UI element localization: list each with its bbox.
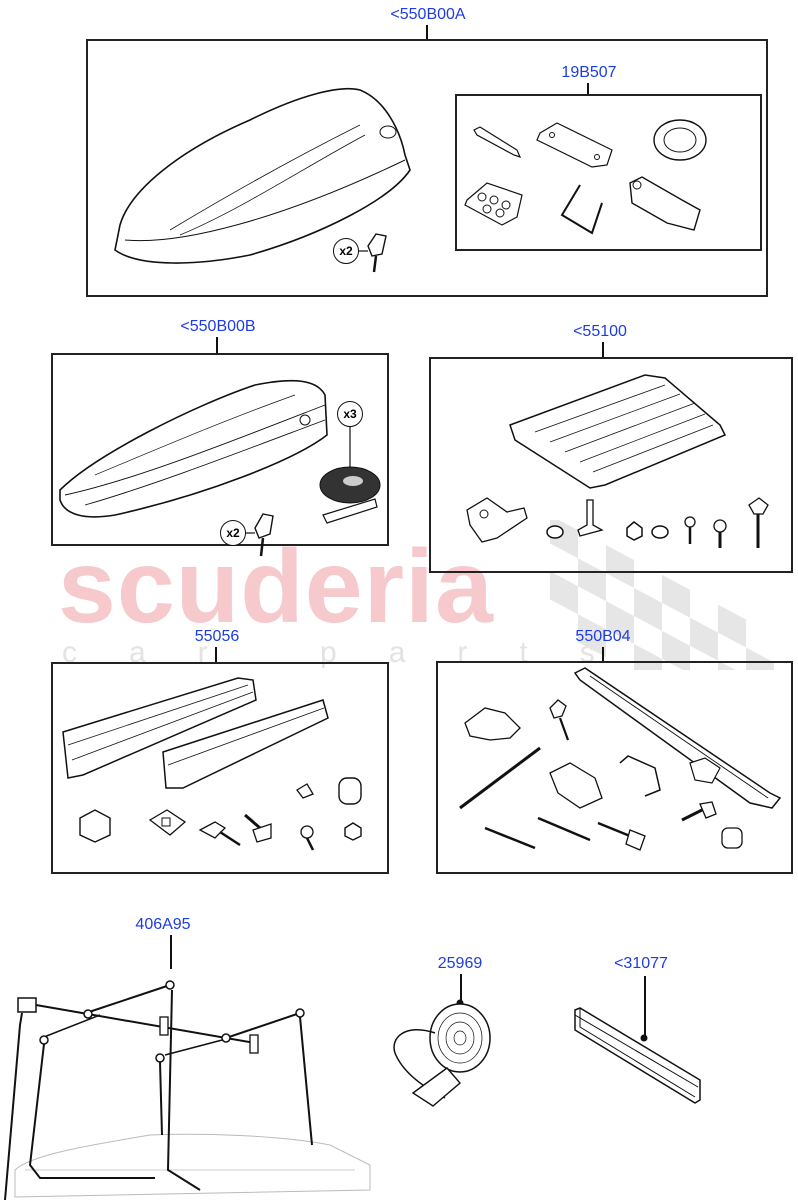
callout-55100[interactable]: <55100 bbox=[573, 323, 627, 340]
leader-line bbox=[644, 976, 646, 1038]
ratchet-strap-illustration[interactable] bbox=[385, 998, 495, 1108]
callout-406A95[interactable]: 406A95 bbox=[135, 916, 191, 933]
luggage-platform-illustration[interactable] bbox=[505, 370, 735, 500]
rail-profile-illustration[interactable] bbox=[570, 1005, 710, 1105]
group-box bbox=[429, 357, 793, 573]
callout-31077[interactable]: <31077 bbox=[614, 955, 668, 972]
leader-line bbox=[587, 83, 589, 94]
quantity-badge-key: x2 bbox=[333, 238, 359, 264]
callout-550B00B[interactable]: <550B00B bbox=[180, 318, 256, 335]
group-box bbox=[86, 39, 768, 297]
callout-25969[interactable]: 25969 bbox=[437, 955, 483, 972]
adhesive-tape-roll-icon[interactable] bbox=[315, 427, 385, 527]
ski-carrier-hardware-illustration[interactable] bbox=[75, 770, 375, 860]
callout-550B04[interactable]: 550B04 bbox=[575, 628, 631, 645]
leader-line bbox=[602, 647, 604, 661]
leader-line bbox=[170, 935, 172, 969]
roof-box-illustration[interactable] bbox=[100, 60, 420, 280]
fixing-hardware-illustration[interactable] bbox=[462, 490, 782, 560]
roof-box-illustration[interactable] bbox=[55, 365, 335, 535]
callout-55056[interactable]: 55056 bbox=[194, 628, 240, 645]
group-box bbox=[455, 94, 762, 251]
quantity-badge-key: x2 bbox=[220, 520, 246, 546]
group-box bbox=[51, 353, 389, 546]
leader-line bbox=[216, 337, 218, 353]
leader-line bbox=[460, 974, 462, 1001]
quantity-badge-tape: x3 bbox=[337, 401, 363, 427]
roof-box-hoist-illustration[interactable] bbox=[0, 965, 380, 1200]
bicycle-carrier-illustration[interactable] bbox=[450, 667, 790, 868]
group-box bbox=[51, 662, 389, 874]
fitting-kit-illustration[interactable] bbox=[462, 105, 752, 245]
leader-line bbox=[602, 342, 604, 357]
leader-line bbox=[426, 25, 428, 39]
callout-550B00A[interactable]: <550B00A bbox=[390, 6, 466, 23]
group-box bbox=[436, 661, 793, 874]
callout-19B507[interactable]: 19B507 bbox=[561, 64, 617, 81]
key-icon[interactable] bbox=[358, 226, 408, 276]
key-icon[interactable] bbox=[245, 508, 295, 558]
ski-carrier-illustration[interactable] bbox=[58, 670, 329, 790]
leader-line bbox=[215, 647, 217, 662]
